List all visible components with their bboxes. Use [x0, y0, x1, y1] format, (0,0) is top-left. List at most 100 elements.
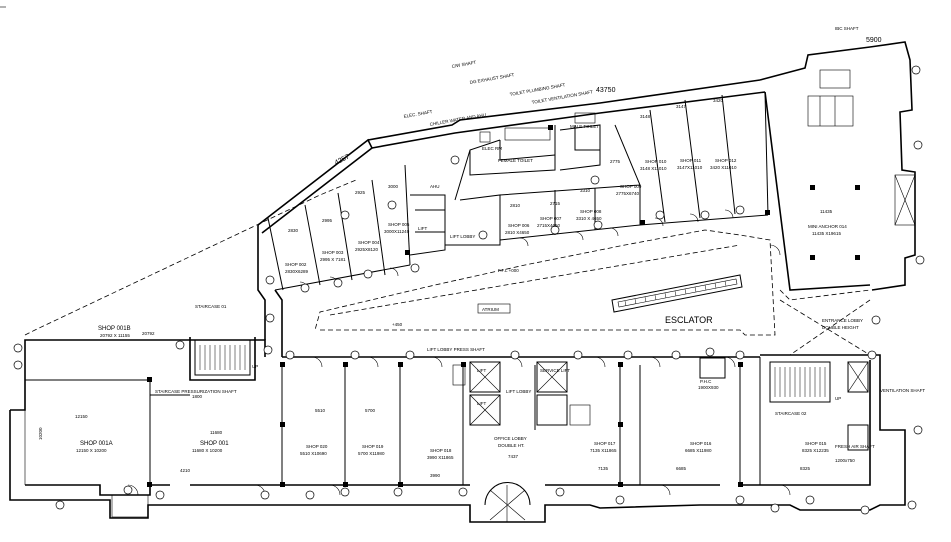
shop-002-size: 2830X6289 [285, 269, 309, 274]
shop-008-size: 3310 X 4650 [576, 216, 602, 221]
shop-016-size: 6685 X11980 [685, 448, 712, 453]
shop-017-size: 7135 X11865 [590, 448, 617, 453]
outer-walls [9, 41, 916, 523]
dim-6685: 6685 [676, 466, 687, 471]
shop-011-name: SHOP 011 [680, 158, 702, 163]
dim-8325: 8325 [800, 466, 811, 471]
shop-004-size: 2925X8120 [355, 247, 379, 252]
shop-001a-name: SHOP 001A [80, 441, 113, 447]
shop-018-size: 3990 X11865 [427, 455, 454, 460]
cw-shaft-label: C/W SHAFT [451, 60, 476, 69]
dg-exhaust-label: DG EXHAUST SHAFT [469, 72, 515, 85]
shop-015-size: 8325 X12235 [802, 448, 829, 453]
shop-008-name: SHOP 008 [580, 209, 602, 214]
shop-002-name: SHOP 002 [285, 262, 307, 267]
shop-016-name: SHOP 016 [690, 441, 712, 446]
ahu-label: AHU [430, 184, 440, 189]
shop-010-name: SHOP 010 [645, 159, 667, 164]
shop-007-name: SHOP 007 [540, 216, 562, 221]
service-lift-label: SERVICE LIFT [540, 368, 570, 373]
shop-006-name: SHOP 006 [508, 223, 530, 228]
escalator [611, 274, 743, 313]
ventilation-shaft-label: VENTILATION SHAFT [880, 388, 925, 393]
dim-2715: 2715 [550, 201, 561, 206]
grid-bubbles [13, 65, 925, 515]
shop-018-name: SHOP 018 [430, 448, 452, 453]
shop-001b-name: SHOP 001B [98, 326, 131, 332]
shop-006-size: 2810 X4650 [505, 230, 530, 235]
chiller-label: CHILLER WATER AND AHU [429, 112, 486, 127]
female-toilet-label: FEMALE TOILET [498, 158, 533, 163]
entrance-lobby-label: ENTRANCE LOBBY [822, 318, 863, 323]
shop-001-name: SHOP 001 [200, 441, 229, 447]
dim-11680: 11680 [210, 430, 223, 435]
shop-001b-size: 20792 X 11155 [100, 333, 130, 338]
shop-001a-size: 12150 X 10200 [76, 448, 107, 453]
phc-label: P.H.C [700, 379, 712, 384]
up-label-2: UP [835, 396, 841, 401]
dim-2925: 2925 [355, 190, 366, 195]
shop-019-name: SHOP 019 [362, 444, 384, 449]
dim-2810: 2810 [510, 203, 521, 208]
shop-017-name: SHOP 017 [594, 441, 616, 446]
shop-004-name: SHOP 004 [358, 240, 380, 245]
dim-2995: 2995 [322, 218, 333, 223]
dim-12150: 12150 [75, 414, 88, 419]
shop-007-size: 2715X4650 [537, 223, 561, 228]
dim-3147: 3147 [676, 104, 687, 109]
double-ht-label: DOUBLE HT. [498, 443, 525, 448]
dim-3990: 3990 [430, 473, 441, 478]
male-toilet-label: MALE TOILET [570, 124, 599, 129]
up-label-1: UP [252, 364, 258, 369]
shop-009-size: 2775X6740 [616, 191, 640, 196]
dim-2830: 2830 [288, 228, 299, 233]
shop-020-size: 5510 X10690 [300, 451, 327, 456]
staircase-01-label: STAIRCASE 01 [195, 304, 227, 309]
lift-lobby-press-label: LIFT LOBBY PRESS SHAFT [427, 347, 485, 352]
rear-shop-partitions [267, 69, 916, 291]
shop-003-name: SHOP 003 [322, 250, 344, 255]
dimension-labels: 43750 5900 4257 12150 11680 5510 5700 39… [38, 37, 882, 478]
dim-diagonal: 4257 [334, 153, 351, 166]
lift-label-2: LIFT [477, 401, 487, 406]
lift-label-3: LIFT [418, 226, 428, 231]
shop-012-name: SHOP 012 [715, 158, 737, 163]
dim-3310: 3310 [580, 188, 591, 193]
dim-3000: 3000 [388, 184, 399, 189]
dim-7135: 7135 [598, 466, 609, 471]
dim-3148: 3148 [640, 114, 651, 119]
structural-columns [147, 125, 860, 487]
lift-label-1: LIFT [477, 368, 487, 373]
lift-lobby-small-label: LIFT LOBBY [450, 234, 475, 239]
dim-7437: 7437 [508, 454, 519, 459]
shop-012-size: 3420 X11010 [710, 165, 737, 170]
escalator-label: ESCLATOR [665, 315, 713, 325]
fresh-air-dim: 1200x750 [835, 458, 855, 463]
shop-011-size: 3147X11010 [677, 165, 703, 170]
dim-5510: 5510 [315, 408, 326, 413]
stair-press-label: STAIRCASE PRESSURIZATION SHAFT [155, 389, 237, 394]
level-small-label: +450 [392, 322, 403, 327]
atrium-label: ATRIUM [482, 307, 499, 312]
lift-lobby-label: LIFT LOBBY [506, 389, 531, 394]
shop-001-size: 11680 X 10200 [192, 448, 223, 453]
shaft-labels: C/W SHAFT DG EXHAUST SHAFT ELEC. SHAFT C… [155, 26, 925, 463]
mini-anchor-name: MINI ANCHOR 014 [808, 224, 847, 229]
fresh-air-label: FRESH AIR SHAFT [835, 444, 875, 449]
shop-020-name: SHOP 020 [306, 444, 328, 449]
shop-009-name: SHOP 009 [620, 184, 642, 189]
atrium-void [24, 179, 871, 356]
dim-3420: 3420 [713, 98, 724, 103]
dim-11435: 11435 [820, 209, 833, 214]
shop-003-size: 2995 X 7181 [320, 257, 346, 262]
shop-005-name: SHOP 005 [388, 222, 410, 227]
shop-005-size: 3000X11240 [384, 229, 410, 234]
dim-1800: 1800 [192, 394, 203, 399]
shop-labels: SHOP 001A 12150 X 10200 SHOP 001 11680 X… [76, 158, 847, 460]
double-height-label: DOUBLE HEIGHT [822, 325, 859, 330]
staircase-02-label: STAIRCASE 02 [775, 411, 807, 416]
space-labels: ATRIUM ESCLATOR ENTRANCE LOBBY DOUBLE HE… [195, 124, 863, 448]
shop-019-size: 5700 X11980 [358, 451, 385, 456]
dim-20792: 20792 [142, 331, 155, 336]
